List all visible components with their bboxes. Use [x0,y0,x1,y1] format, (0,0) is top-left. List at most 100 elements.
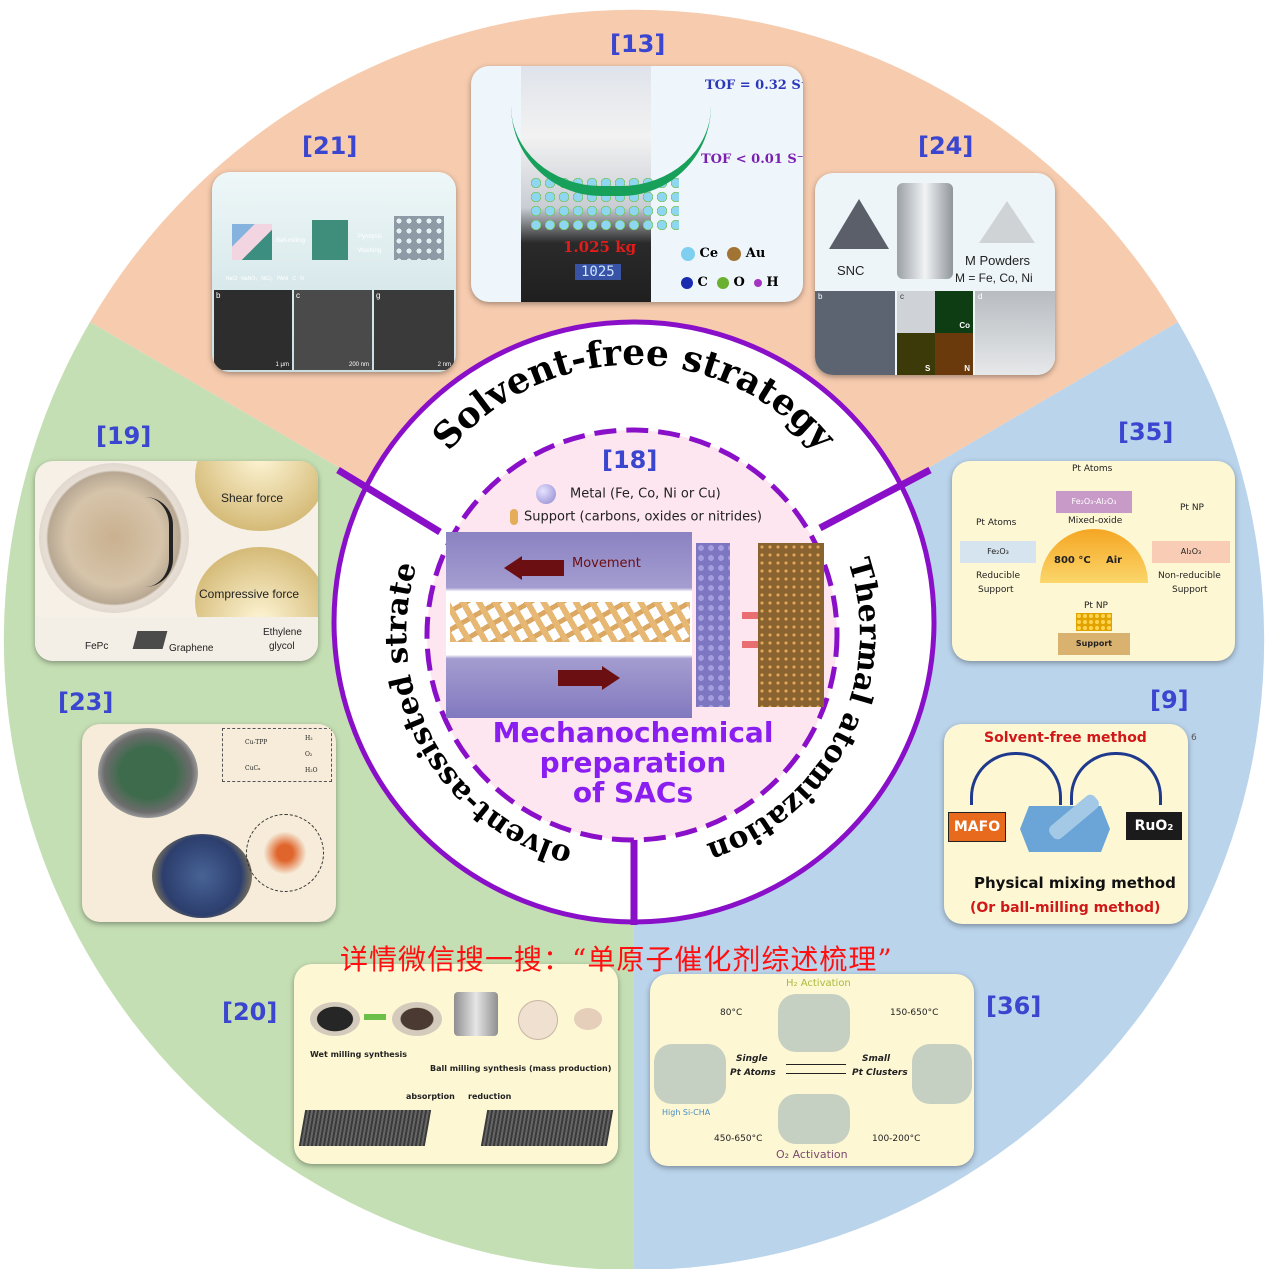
tof-high: TOF = 0.32 S⁻¹ [705,78,803,93]
ref-36: [36] [986,992,1042,1020]
legend-19: FePc Graphene Ethylene glycol [35,617,318,661]
porous-carbon [394,216,444,260]
single-atom-state [654,1044,726,1104]
ball-milling-caption: (Or ball-milling method) [970,900,1161,916]
shear-force-label: Shear force [221,491,284,505]
divider-right [818,466,932,532]
mixed-oxide-label: Mixed-oxide [1068,516,1123,526]
panel-19: Shear force Compressive force FePc Graph… [35,461,318,661]
haadf-image-g: g 2 nm [374,290,454,370]
watermark-text: 详情微信搜一搜：“单原子催化剂综述梳理” [340,943,893,976]
legend-21: NaCl NaNO₃ NiCl₂ PANI C N [226,276,304,282]
legend-13: Ce Au C O H [681,246,779,290]
legend-metal: Metal (Fe, Co, Ni or Cu) [536,484,721,504]
equilibrium-arrows-icon [786,1064,846,1074]
ball-mill-jar-photo [39,463,189,613]
mixed-oxide-block: Fe₂O₃-Al₂O₃ [1056,491,1132,513]
fe2o3-block: Fe₂O₃ [960,541,1036,563]
ref-20: [20] [222,998,278,1026]
step-washing: Washing [358,248,382,254]
pt-atoms-label: Pt Atoms [730,1068,776,1078]
ref-13: [13] [610,30,666,58]
ref-9: [9] [1150,686,1189,714]
panel-20: Wet milling synthesis Ball milling synth… [294,964,618,1164]
pt-clusters-label: Pt Clusters [852,1068,908,1078]
catalyst-particle [152,834,252,918]
reducible-label: Reducible [976,571,1021,581]
support-block: Support [1058,633,1130,655]
wet-milling-label: Wet milling synthesis [310,1050,407,1059]
single-label: Single [736,1054,768,1064]
support-particles [450,602,690,642]
milling-jar [897,183,953,279]
cluster-state-top [778,994,850,1052]
step-pyrolysis: Pyrolysis [358,234,383,240]
panel-24: SNC M Powders M = Fe, Co, Ni b c Co S N … [815,173,1055,375]
temp-80: 80°C [720,1008,743,1018]
panel-35: Pt Atoms Fe₂O₃-Al₂O₃ Mixed-oxide Pt Atom… [952,461,1235,661]
temp-100-200: 100-200°C [872,1134,921,1144]
al2o3-block: Al₂O₃ [1152,541,1230,563]
pt-nanoparticle [1076,613,1112,631]
m-definition: M = Fe, Co, Ni [955,271,1033,285]
reduction-label: reduction [468,1092,512,1101]
movement-arrow-left [504,556,522,580]
ball-milling-label: Ball milling synthesis (mass production) [430,1064,612,1073]
center-title-line: preparation [539,746,727,779]
haadf-image-b: b [815,291,895,375]
ref-21: [21] [302,132,358,160]
ruo2-box: RuO₂ [1126,812,1182,840]
balance-photo-d: d [975,291,1055,375]
cluster-state-bottom [778,1094,850,1144]
pt-np-right: Pt NP [1180,503,1204,513]
panel-13: 1.025 kg 1025 TOF = 0.32 S⁻¹ TOF < 0.01 … [471,66,803,302]
sem-image-b: b 1 μm [214,290,292,370]
snc-label: SNC [837,263,865,278]
non-reducible-label: Non-reducible [1158,571,1221,581]
metal-surface [696,543,730,707]
curved-arrow-left-icon [970,752,1062,805]
ref-19: [19] [96,422,152,450]
ref-35: [35] [1118,418,1174,446]
absorption-label: absorption [406,1092,455,1101]
compressive-force-label: Compressive force [199,587,300,601]
page-number: 6 [1191,733,1197,743]
substrate-left [298,1110,432,1146]
eds-map-c: c Co S N [897,291,973,375]
graphene-icon [132,631,168,649]
heat-fan: 800 °C Air [1040,529,1148,583]
dish-icon [518,1000,558,1040]
panel-9: Solvent-free method MAFO RuO₂ Physical m… [944,724,1188,924]
ref-18: [18] [602,446,658,474]
green-arrow-icon [511,106,711,196]
scale-weight: 1.025 kg [563,238,637,256]
ball-mill-jars [454,992,498,1036]
pt-atoms-top: Pt Atoms [1072,464,1113,474]
movement-arrow-right [558,670,602,686]
rotation-arrow-icon [145,497,173,587]
powder-heap [574,1008,602,1030]
h2-activation-label: H₂ Activation [786,978,851,989]
glycol-label: glycol [269,641,295,652]
panel-36: H₂ Activation 80°C 150-650°C Single Pt A… [650,974,974,1166]
m-powders-label: M Powders [965,253,1031,268]
panel-21: Ball-milling Pyrolysis Washing NaCl NaNO… [212,172,456,372]
legend-23: Cu-TPP H₂ O₂ CuCₓ H₂O [222,728,332,782]
milled-powder-bowl [392,1002,442,1036]
sem-image-c: c 200 nm [294,290,372,370]
pt-atoms-left: Pt Atoms [976,518,1017,528]
green-arrow-icon [364,1014,386,1020]
small-label: Small [862,1054,891,1064]
temp-150-650: 150-650°C [890,1008,939,1018]
milling-vessel [98,728,198,818]
substrate-right [480,1110,614,1146]
divider-left [336,467,442,535]
green-cube [312,220,348,260]
metal-powder [979,201,1035,243]
carbon-support-lattice [758,543,824,707]
movement-label: Movement [572,556,641,571]
center-title: Mechanochemical preparation of SACs [468,718,798,808]
wet-mortar-icon [310,1002,360,1036]
non-reducible-support: Support [1172,585,1208,595]
fepc-label: FePc [85,641,109,652]
